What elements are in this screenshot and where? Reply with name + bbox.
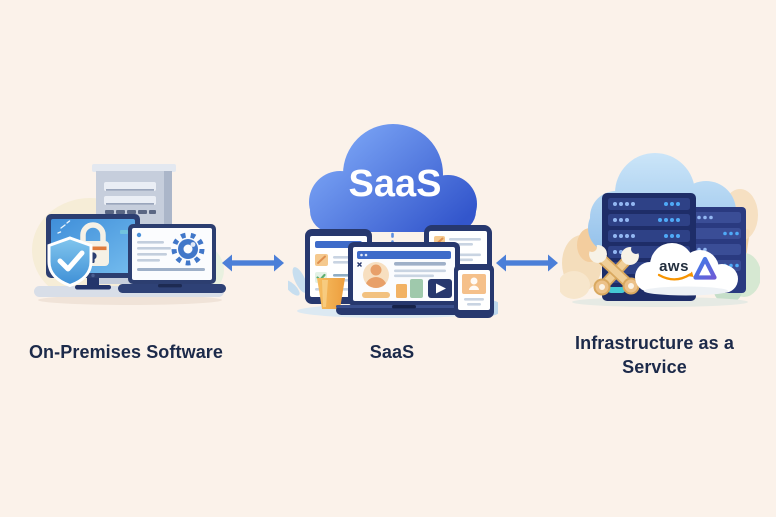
on-premises-svg bbox=[32, 164, 226, 305]
aws-smile-arrow-icon bbox=[657, 273, 692, 281]
drive-triangle-logo bbox=[693, 256, 717, 280]
shield-check-icon bbox=[47, 236, 93, 288]
laptop-dashboard-icon bbox=[336, 242, 472, 315]
coffee-cup-icon bbox=[317, 278, 345, 309]
cloud-icon: SaaS bbox=[309, 124, 477, 233]
iaas-label: Infrastructure as a Service bbox=[575, 333, 734, 378]
saas-label: SaaS bbox=[369, 342, 415, 362]
saas-svg: SaaS bbox=[284, 124, 502, 318]
saas-illustration: SaaS bbox=[284, 112, 502, 322]
arrow-saas-iaas bbox=[496, 254, 558, 272]
iaas-illustration: aws bbox=[558, 145, 761, 310]
aws-text: aws bbox=[659, 258, 689, 275]
cloud-saas-text: SaaS bbox=[349, 163, 442, 205]
screen-sparkles bbox=[57, 220, 71, 234]
aws-cloud-logo: aws bbox=[635, 243, 738, 296]
iaas-svg: aws bbox=[558, 153, 761, 307]
arrow-onprem-saas bbox=[222, 254, 284, 272]
smartphone-profile-icon bbox=[454, 264, 494, 318]
laptop-icon bbox=[118, 224, 226, 293]
bar-chart-icon bbox=[396, 284, 407, 298]
gear-icon bbox=[171, 232, 205, 266]
on-premises-illustration bbox=[28, 158, 228, 310]
crossed-wrenches-icon bbox=[589, 245, 640, 296]
on-premises-label: On-Premises Software bbox=[28, 342, 224, 362]
